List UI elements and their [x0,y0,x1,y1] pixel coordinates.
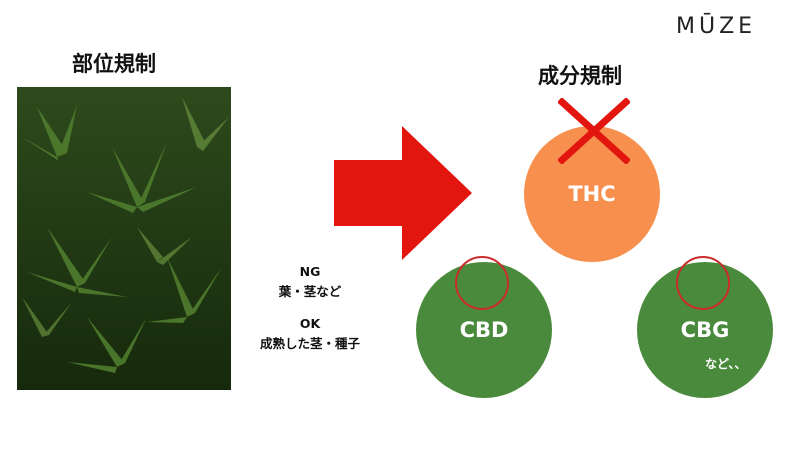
cannabis-plant-photo [17,87,231,390]
etc-text: など、、 [705,357,747,371]
ng-text: 葉・茎など [278,284,342,299]
component-regulation-title: 成分規制 [538,64,622,88]
cbd-label: CBD [459,318,509,342]
regulation-notes: NG 葉・茎など OK 成熟した茎・種子 [240,262,380,354]
thc-circle: THC [524,126,660,262]
brand-logo: MŪZE [676,14,757,39]
prohibited-x-icon [557,97,631,168]
part-regulation-title: 部位規制 [72,52,156,76]
cbg-label: CBG [680,318,730,342]
ok-text: 成熟した茎・種子 [259,336,360,351]
cbd-highlight-ring [455,256,509,310]
cbg-highlight-ring [676,256,730,310]
thc-label: THC [568,182,616,206]
ng-label: NG [299,264,321,279]
right-arrow-icon [334,126,474,265]
ok-label: OK [299,316,321,331]
